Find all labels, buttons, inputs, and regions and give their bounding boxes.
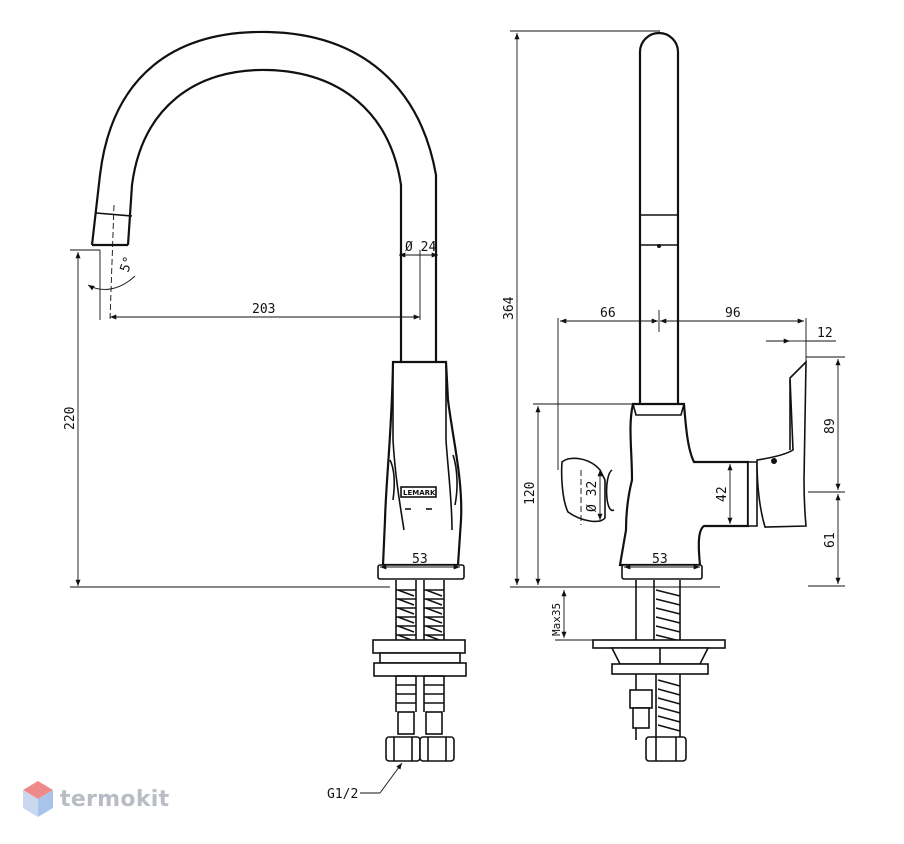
dim-diameter-24: Ø 24 <box>405 240 436 255</box>
dim-lever-89: 89 <box>823 418 838 434</box>
side-body <box>560 360 807 580</box>
dim-angle-5: 5° <box>118 255 137 275</box>
dim-offset-96: 96 <box>725 306 741 321</box>
dim-height-220: 220 <box>63 407 78 430</box>
dim-diameter-32: Ø 32 <box>585 481 600 512</box>
dim-offset-66: 66 <box>600 306 616 321</box>
front-body <box>377 360 465 580</box>
dim-base-53-side: 53 <box>652 552 668 567</box>
dim-body-120: 120 <box>523 482 538 505</box>
side-hoses <box>592 580 726 762</box>
dim-thread-g12: G1/2 <box>327 787 358 802</box>
dim-body-42: 42 <box>715 486 730 502</box>
side-spout <box>638 31 680 405</box>
dimension-labels: Ø 24 5° 203 220 53 G1/2 364 66 96 12 89 … <box>63 240 838 802</box>
dim-height-364: 364 <box>502 296 517 320</box>
dim-length-203: 203 <box>252 302 275 317</box>
dim-base-53-front: 53 <box>412 552 428 567</box>
dim-height-61: 61 <box>823 532 838 548</box>
dim-max-35: Max35 <box>550 603 563 636</box>
side-view <box>510 30 845 762</box>
dim-lever-12: 12 <box>817 326 833 341</box>
front-view <box>70 30 467 794</box>
watermark-text: termokit <box>60 786 170 812</box>
front-dimension-lines <box>70 249 460 794</box>
side-dimension-lines <box>510 30 845 641</box>
front-hoses <box>372 580 467 762</box>
watermark-brand: termokit <box>22 778 169 820</box>
hexagon-logo-icon <box>23 781 53 817</box>
body-logo: LEMARK <box>403 489 436 497</box>
front-spout <box>90 30 438 362</box>
